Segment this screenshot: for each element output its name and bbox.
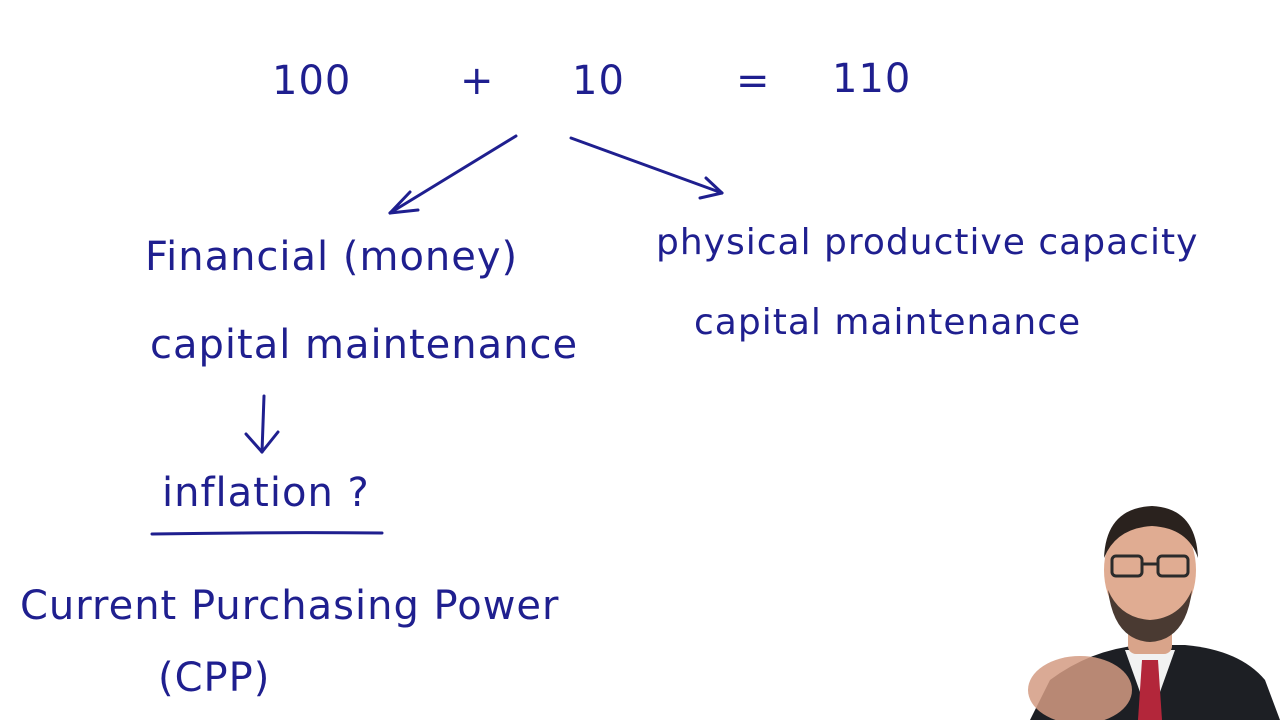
presenter-video (1028, 506, 1280, 720)
equation-term-a: 100 (272, 58, 352, 104)
current-purchasing-power-label: Current Purchasing Power (20, 583, 560, 629)
capital-maintenance-left-label: capital maintenance (150, 322, 579, 368)
equation-plus: + (460, 58, 495, 104)
left-arrow-icon (388, 134, 518, 215)
inflation-question-label: inflation ? (162, 470, 370, 516)
underline-divider (150, 531, 384, 536)
financial-money-label: Financial (money) (145, 234, 519, 280)
equation-result: 110 (832, 56, 912, 102)
down-arrow-icon (244, 394, 280, 454)
capital-maintenance-right-label: capital maintenance (694, 302, 1082, 343)
physical-productive-capacity-label: physical productive capacity (656, 222, 1199, 263)
right-arrow-icon (569, 136, 724, 200)
equation-equals: = (736, 58, 771, 104)
cpp-label: (CPP) (158, 655, 271, 701)
equation-term-b: 10 (572, 58, 625, 104)
